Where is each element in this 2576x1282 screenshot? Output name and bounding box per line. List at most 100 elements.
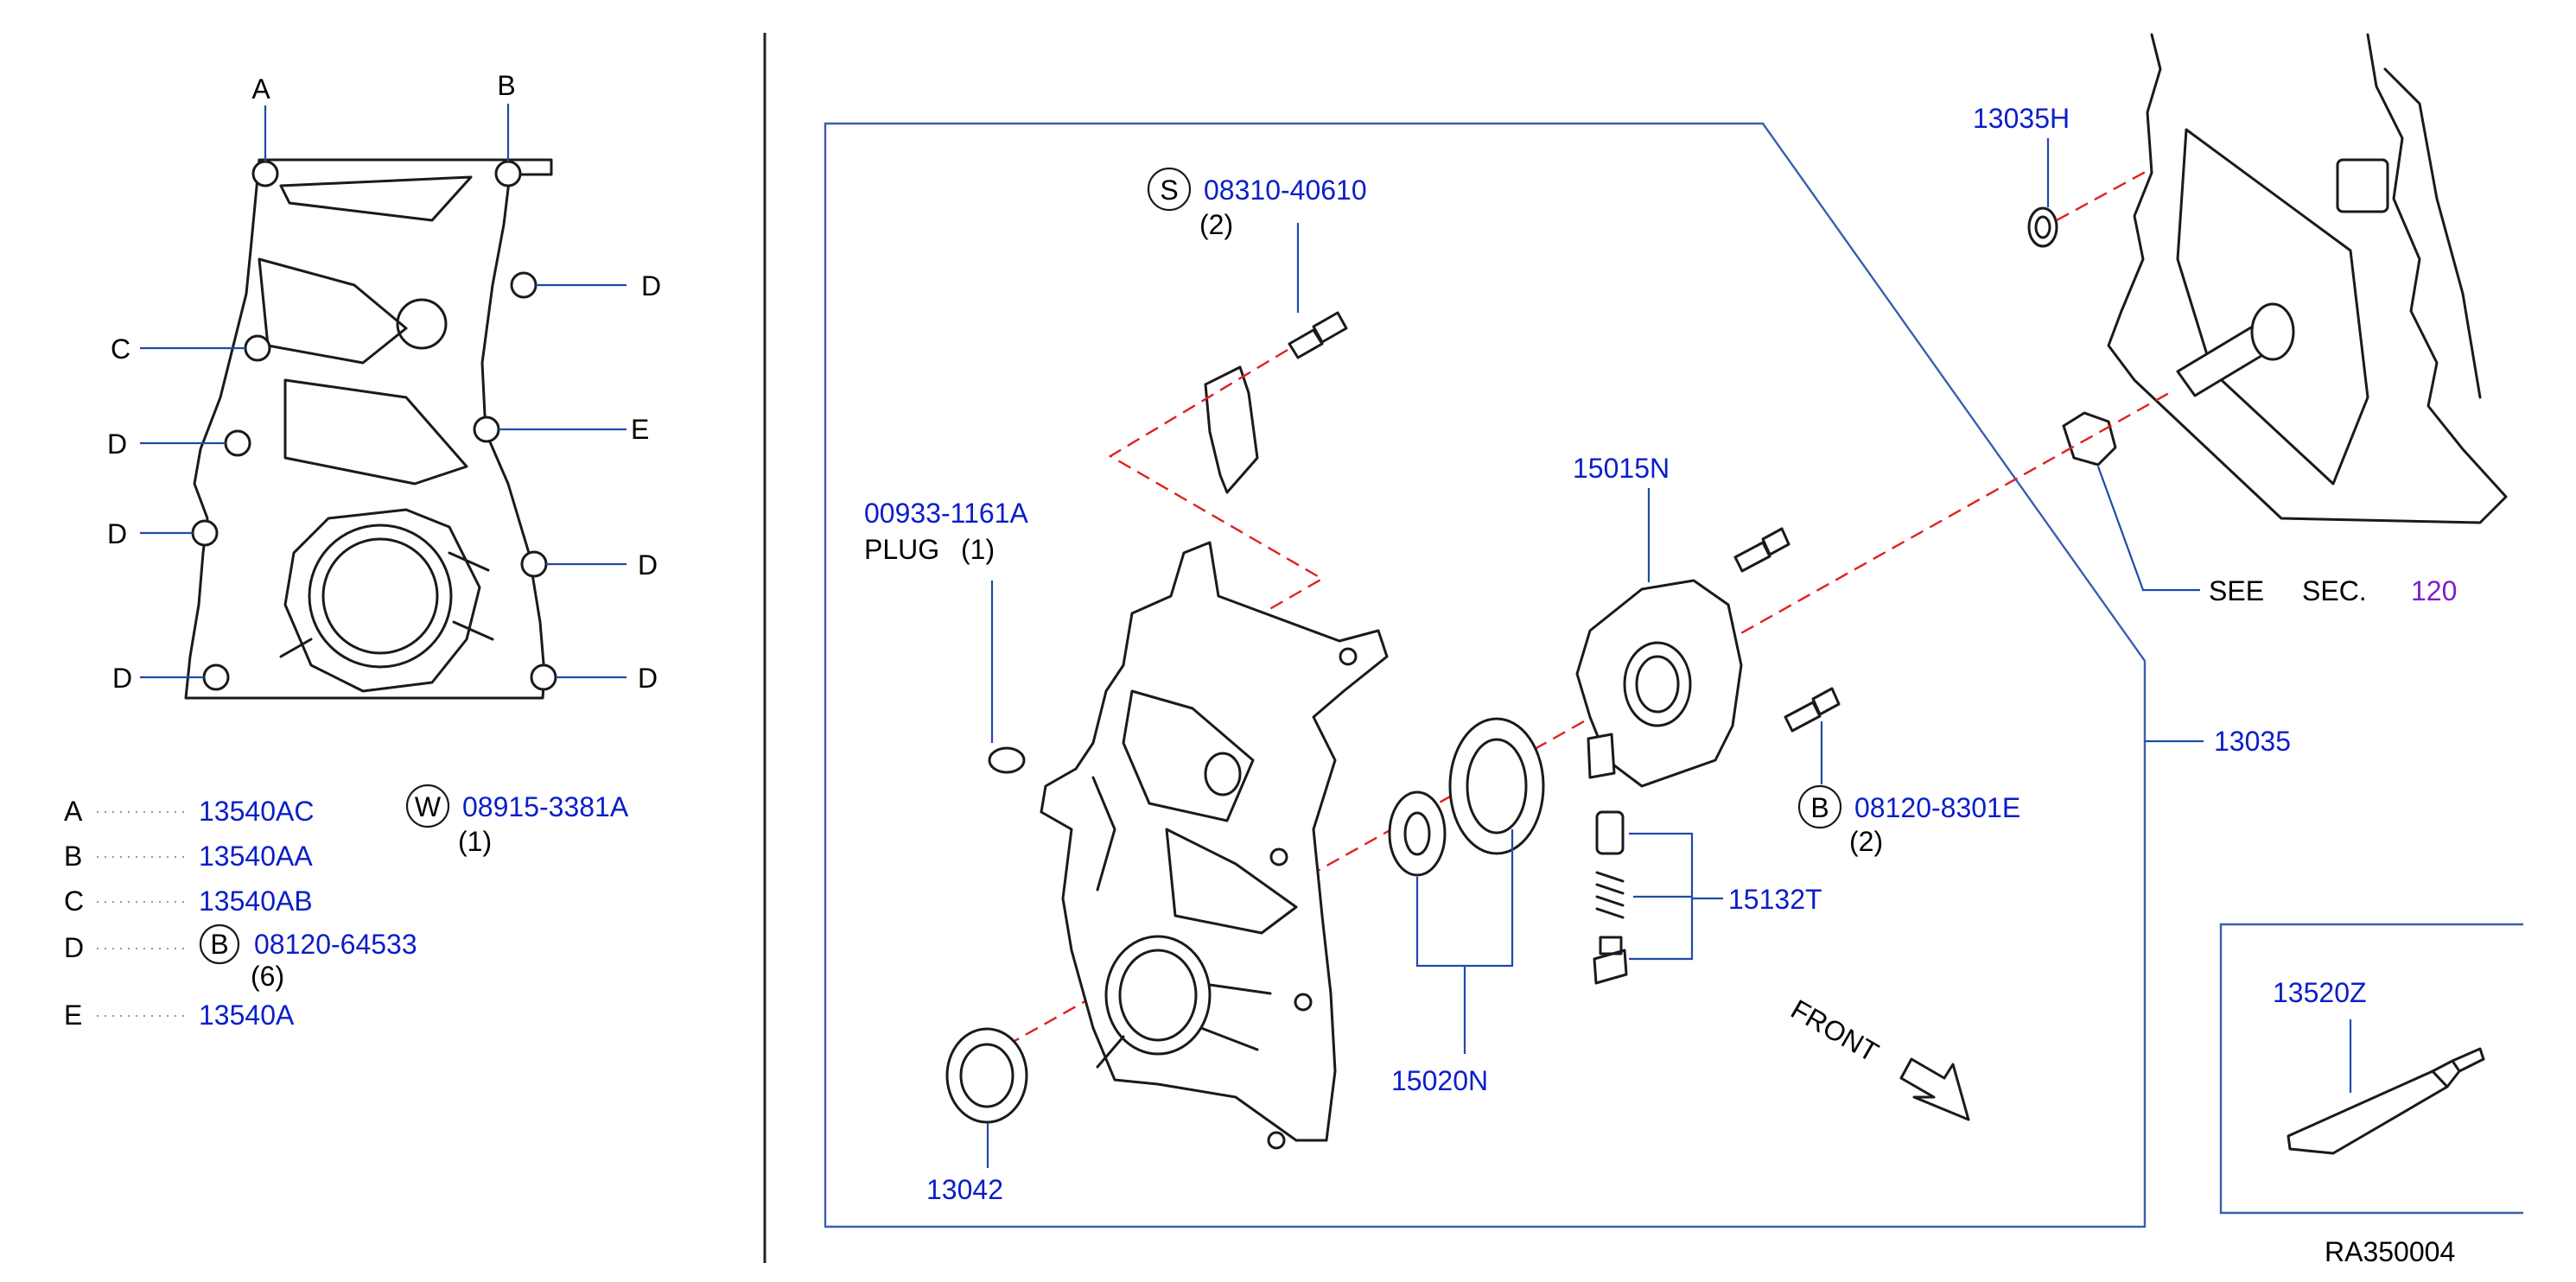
b-part-number: 08120-8301E [1854, 792, 2020, 823]
inset-frame [2219, 923, 2523, 1215]
s-symbol-circle [1147, 167, 1192, 212]
front-cover-rib [1208, 983, 1272, 995]
oil-pump-outlet [1587, 733, 1616, 779]
front-cover-bolt-hole [1339, 647, 1358, 666]
legend-letter: E [64, 1000, 82, 1031]
b-qty: (2) [1849, 826, 1883, 857]
legend-letter: A [64, 796, 83, 827]
front-seal [945, 1027, 1028, 1124]
callout-d: D [641, 270, 661, 301]
figure-code: RA350004 [2325, 1236, 2455, 1267]
plug-label: PLUG [864, 534, 939, 565]
w-symbol-circle [405, 784, 450, 828]
callout-b: B [497, 70, 515, 101]
callout-e: E [631, 414, 649, 445]
front-cover-boss [1204, 752, 1242, 796]
sealant-tube [2287, 1069, 2449, 1155]
w-qty: (1) [458, 826, 492, 857]
front-seal-inner [959, 1043, 1014, 1108]
front-cover-bolt-hole [1294, 993, 1313, 1012]
legend-part: 13540AA [199, 841, 313, 872]
callout-d: D [112, 663, 132, 694]
plug-qty: (1) [961, 534, 995, 565]
sec-label: SEC. [2302, 575, 2367, 606]
exploded-view: 13035 13035H SEE SEC. 120 S 08310-40610 … [824, 33, 2508, 1228]
inner-rotor [1388, 790, 1447, 877]
part-13520z: 13520Z [2273, 977, 2367, 1008]
b-bolt [1784, 687, 1841, 733]
cover-seal-ring [2027, 206, 2058, 248]
part-15020n: 15020N [1391, 1065, 1488, 1096]
bolt-boss-b [494, 160, 522, 187]
front-cover-rib [1199, 1026, 1259, 1051]
assembly-frame [824, 122, 2147, 1228]
outer-rotor [1448, 717, 1545, 855]
relief-valve-plug [1593, 936, 1628, 985]
bolt-location-overview: A B D C E D D D D D [107, 70, 661, 700]
crankshaft-end [2250, 302, 2295, 361]
b-symbol-circle [1797, 784, 1842, 829]
engine-block-flange [2383, 67, 2482, 399]
bolt-boss-d6 [530, 663, 557, 691]
legend-letter: D [64, 932, 84, 963]
front-arrow-icon [1899, 1057, 1970, 1121]
pump-bolt [1733, 527, 1790, 573]
oil-pump-bore [1623, 641, 1692, 727]
w-symbol: W [415, 791, 442, 822]
front-cover [1040, 541, 1389, 1142]
engine-block-port [2336, 158, 2389, 213]
s-symbol: S [1160, 175, 1178, 206]
s-bolt [1288, 311, 1348, 359]
bolt-boss-d4 [520, 550, 548, 578]
cover-outline [184, 158, 553, 700]
bolt-boss-d3 [191, 519, 219, 547]
callout-a: A [251, 73, 270, 105]
sealant-nozzle [2431, 1047, 2485, 1088]
sealant-inset: 13520Z [2219, 923, 2523, 1215]
part-13042: 13042 [926, 1174, 1003, 1205]
relief-valve-sleeve [1595, 810, 1625, 855]
legend-part: 13540A [199, 1000, 295, 1031]
front-cover-bolt-hole [1269, 847, 1288, 866]
front-cover-bolt-hole [1267, 1131, 1286, 1150]
front-cover-ribs [1091, 689, 1298, 935]
see-label: SEE [2209, 575, 2264, 606]
bolt-boss-e [473, 416, 500, 443]
bracket [1204, 365, 1259, 494]
bolt-legend: A 13540AC B 13540AA C 13540AB D B 08120-… [64, 784, 629, 1031]
front-cover-rib [1096, 1035, 1125, 1069]
legend-symbol: B [210, 929, 228, 960]
bolt-boss-c [244, 334, 271, 362]
part-13035h: 13035H [1973, 103, 2070, 134]
b-symbol: B [1810, 792, 1829, 823]
cover-seal-ring-inner [2034, 215, 2051, 239]
rib-line [279, 638, 313, 658]
front-cover-bore-inner [1118, 949, 1198, 1042]
cover-boss [396, 298, 448, 350]
legend-part: 13540AB [199, 885, 313, 917]
bolt-boss-d2 [224, 429, 251, 457]
axis-line [2056, 167, 2153, 222]
rib-line [448, 551, 490, 572]
callout-d: D [107, 428, 127, 460]
callout-d: D [638, 549, 658, 581]
bracket-axis [1108, 348, 1325, 645]
front-cover-bore [1104, 935, 1212, 1056]
cover-inner-rib [258, 175, 473, 486]
plug [988, 746, 1026, 774]
legend-part: 08120-64533 [254, 929, 417, 960]
leader-see-sec [2096, 466, 2200, 592]
inner-rotor-hub [1403, 811, 1431, 856]
legend-part: 13540AC [199, 796, 314, 827]
bolt-boss-a [251, 160, 279, 187]
s-part-number: 08310-40610 [1204, 175, 1367, 206]
sec-number: 120 [2411, 575, 2457, 606]
part-15015n: 15015N [1573, 453, 1670, 484]
w-part-number: 08915-3381A [462, 791, 629, 822]
front-label: FRONT [1786, 993, 1884, 1068]
oil-pump-bore-inner [1635, 655, 1680, 714]
outer-rotor-lobes [1466, 738, 1528, 835]
bolt-boss-d5 [202, 663, 230, 691]
bolt-boss-d1 [510, 271, 537, 299]
